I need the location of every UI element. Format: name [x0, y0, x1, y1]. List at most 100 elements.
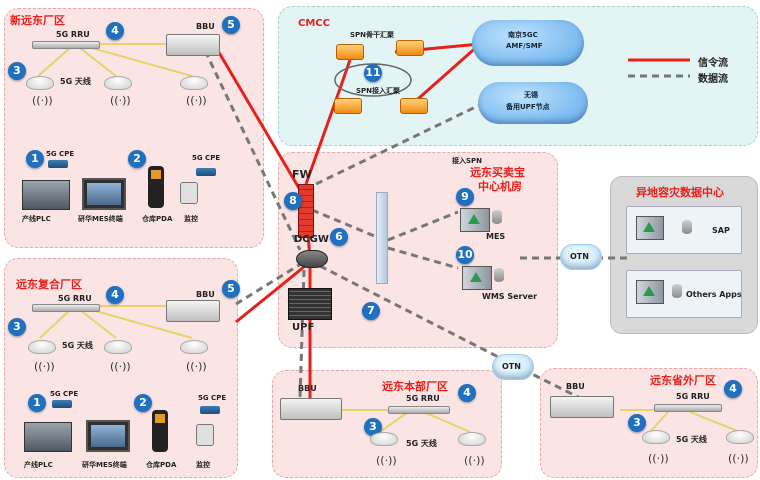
badge-4-fuhe: 4 — [106, 286, 124, 304]
spn-core-label: SPN骨干汇聚 — [350, 31, 395, 39]
zone-benbu-title: 远东本部厂区 — [382, 380, 448, 393]
datacenter-dcgw-label: DCGW — [294, 234, 329, 245]
legend-signal-label: 信令流 — [698, 58, 728, 69]
mes-server-logo-icon — [468, 214, 480, 224]
xinyuan-signal-2-icon: ((·)) — [110, 94, 131, 107]
fuhe-antenna-label: 5G 天线 — [62, 341, 93, 350]
spn-access-router-2-icon — [400, 98, 428, 114]
badge-3-xinyuan: 3 — [8, 62, 26, 80]
zone-xinyuan-title: 新远东厂区 — [10, 14, 65, 27]
spn-core-router-1-icon — [336, 44, 364, 60]
badge-4-shengwai: 4 — [724, 380, 742, 398]
signal-line-xinyuan — [212, 43, 308, 201]
sap-server-logo-icon — [643, 222, 655, 232]
zone-fuhe-title: 远东复合厂区 — [16, 278, 82, 291]
disaster-sap-label: SAP — [712, 226, 730, 235]
spn-access-router-1-icon — [334, 98, 362, 114]
fuhe-pda-icon — [152, 410, 168, 452]
fuhe-bbu — [166, 300, 220, 322]
fuhe-cam-label: 监控 — [196, 461, 210, 469]
xinyuan-bbu-label: BBU — [196, 22, 215, 31]
xinyuan-pda-label: 仓库PDA — [142, 215, 173, 223]
fuhe-antenna-2-icon — [104, 340, 132, 354]
fuhe-camera-icon — [196, 424, 214, 446]
legend-data-label: 数据流 — [698, 74, 728, 85]
xinyuan-antenna-2-icon — [104, 76, 132, 90]
fuhe-cpe2-label: 5G CPE — [198, 394, 227, 402]
shengwai-antenna-label: 5G 天线 — [676, 435, 707, 444]
datacenter-upf-label: UPF — [292, 322, 315, 333]
benbu-rru-label: 5G RRU — [406, 394, 440, 403]
fuhe-antenna-1-icon — [28, 340, 56, 354]
otn-cloud-1 — [560, 244, 602, 270]
signal-line-fuhe — [235, 260, 311, 324]
xinyuan-plc-label: 产线PLC — [22, 215, 51, 223]
badge-3-shengwai: 3 — [628, 414, 646, 432]
firewall-icon — [298, 184, 314, 238]
fuhe-rru — [32, 304, 100, 312]
xinyuan-rru — [32, 41, 100, 49]
fuhe-mes-label: 研华MES终端 — [82, 461, 127, 469]
cloud-5gc-line2: AMF/SMF — [506, 42, 543, 50]
cloud-5gc-line1: 南京5GC — [508, 31, 538, 39]
xinyuan-antenna-1-icon — [26, 76, 54, 90]
fuhe-bbu-label: BBU — [196, 290, 215, 299]
fuhe-plc-icon — [24, 422, 72, 452]
benbu-bbu-label: BBU — [298, 384, 317, 393]
xinyuan-cpe1-icon — [48, 160, 68, 168]
badge-4-xinyuan: 4 — [106, 22, 124, 40]
xinyuan-cpe2-label: 5G CPE — [192, 154, 221, 162]
cloud-upf-node — [478, 82, 588, 124]
cloud-5gc — [472, 20, 584, 66]
benbu-antenna-1-icon — [370, 432, 398, 446]
data-line-fuhe — [235, 260, 305, 306]
datacenter-spn-label: 接入SPN — [452, 157, 483, 165]
cloud-upf-line1: 无锡 — [524, 91, 538, 99]
datacenter-title-line1: 远东买卖宝 — [470, 166, 525, 179]
shengwai-signal-2-icon: ((·)) — [728, 452, 749, 465]
xinyuan-bbu — [166, 34, 220, 56]
otn-label-2: OTN — [502, 362, 521, 371]
benbu-antenna-label: 5G 天线 — [406, 439, 437, 448]
datacenter-title-line2: 中心机房 — [478, 180, 522, 193]
fuhe-pda-label: 仓库PDA — [146, 461, 177, 469]
data-line-benbu — [298, 269, 306, 399]
signal-line-5gc-b — [409, 42, 481, 108]
xinyuan-antenna-label: 5G 天线 — [60, 77, 91, 86]
wms-server-logo-icon — [470, 272, 482, 282]
shengwai-antenna-1-icon — [642, 430, 670, 444]
fuhe-cpe1-icon — [52, 400, 72, 408]
badge-1-fuhe: 1 — [28, 394, 46, 412]
zone-cmcc-title: CMCC — [298, 18, 330, 29]
shengwai-antenna-2-icon — [726, 430, 754, 444]
fuhe-antenna-3-icon — [180, 340, 208, 354]
disaster-title: 异地容灾数据中心 — [636, 186, 724, 199]
data-line-mes — [387, 210, 459, 242]
others-database-icon — [672, 284, 682, 298]
badge-1-xinyuan: 1 — [26, 150, 44, 168]
shengwai-signal-1-icon: ((·)) — [648, 452, 669, 465]
otn-cloud-2 — [492, 354, 534, 380]
xinyuan-antenna-3-icon — [180, 76, 208, 90]
data-line-xinyuan — [198, 39, 302, 251]
xinyuan-mes-label: 研华MES终端 — [78, 215, 123, 223]
xinyuan-cam-label: 监控 — [184, 215, 198, 223]
xinyuan-plc-icon — [22, 180, 70, 210]
xinyuan-pda-icon — [148, 166, 164, 208]
datacenter-mes-label: MES — [486, 232, 506, 241]
badge-2-xinyuan: 2 — [128, 150, 146, 168]
badge-11: 11 — [364, 64, 382, 82]
xinyuan-cpe1-label: 5G CPE — [46, 150, 75, 158]
spn-core-router-2-icon — [396, 40, 424, 56]
upf-server-icon — [288, 288, 332, 320]
fuhe-cpe2-icon — [200, 406, 220, 414]
badge-5-xinyuan: 5 — [222, 16, 240, 34]
fuhe-cpe1-label: 5G CPE — [50, 390, 79, 398]
xinyuan-rru-label: 5G RRU — [56, 30, 90, 39]
badge-9: 9 — [456, 188, 474, 206]
zone-shengwai-title: 远东省外厂区 — [650, 374, 716, 387]
cloud-upf-line2: 备用UPF节点 — [506, 103, 550, 111]
badge-2-fuhe: 2 — [134, 394, 152, 412]
xinyuan-signal-3-icon: ((·)) — [186, 94, 207, 107]
dcgw-switch-icon — [296, 250, 328, 268]
